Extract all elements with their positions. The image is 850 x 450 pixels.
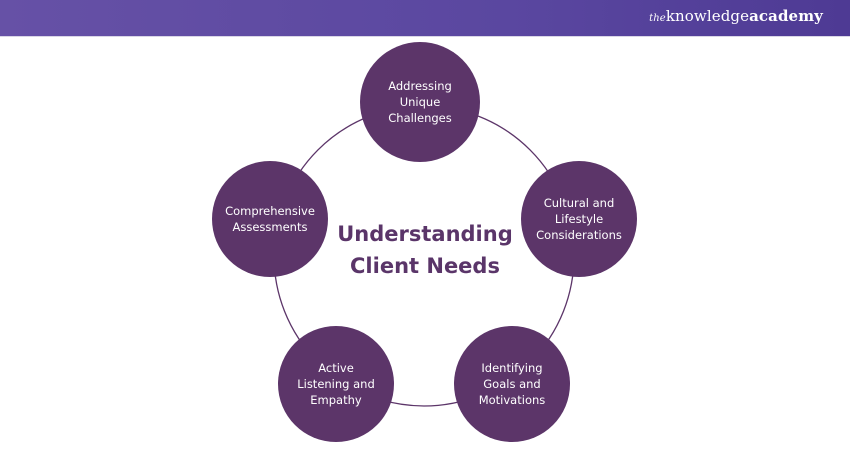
node-circle-cultural-lifestyle (521, 161, 637, 277)
node-circle-active-listening (278, 326, 394, 442)
node-label-addressing-unique-challenges: Addressing Unique Challenges (388, 79, 452, 125)
logo-knowledge: knowledge (665, 7, 750, 25)
node-circle-comprehensive-assessments (212, 161, 328, 277)
center-title: Understanding Client Needs (337, 222, 513, 278)
node-label-identifying-goals: Identifying Goals and Motivations (478, 361, 546, 407)
header-bar: theknowledgeacademy (0, 0, 850, 37)
logo-the: the (649, 13, 666, 24)
node-label-active-listening: Active Listening and Empathy (297, 361, 375, 407)
node-circle-addressing-unique-challenges (360, 42, 480, 162)
brand-logo[interactable]: theknowledgeacademy (649, 7, 823, 25)
node-circle-identifying-goals (454, 326, 570, 442)
node-label-comprehensive-assessments: Comprehensive Assessments (225, 204, 315, 234)
logo-academy: academy (749, 7, 823, 25)
node-label-cultural-lifestyle: Cultural and Lifestyle Considerations (536, 196, 622, 242)
